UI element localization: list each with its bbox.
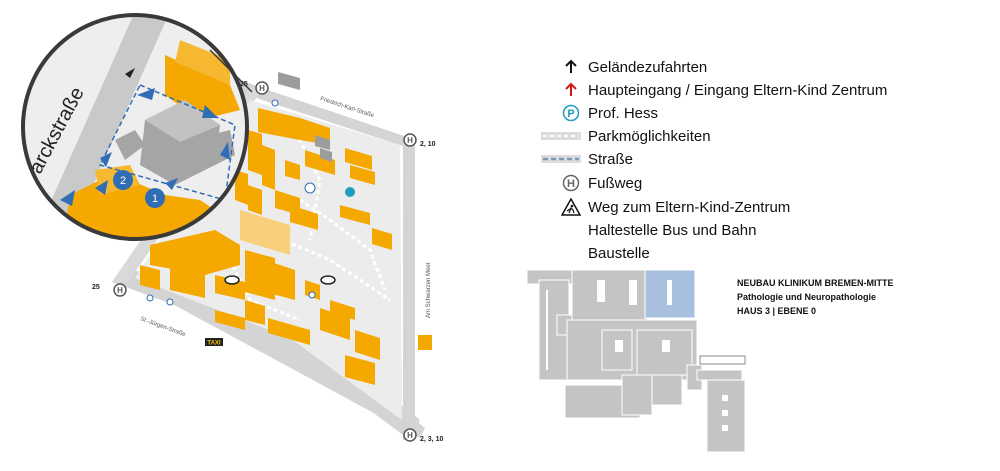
parking-dash-icon <box>540 125 582 147</box>
legend-label: Geländezufahrten <box>588 58 708 76</box>
legend-item-strasse: Straße <box>540 148 633 170</box>
street-label-east: Am Schwarzen Meer <box>426 262 432 318</box>
stop-h-icon: H <box>560 172 582 194</box>
taxi-label: TAXI <box>207 341 221 347</box>
gray-buildings <box>278 72 332 162</box>
building-department: Pathologie und Neuropathologie <box>737 292 876 302</box>
stop-lines-southeast: 2, 3, 10 <box>420 436 443 443</box>
building-info: NEUBAU KLINIKUM BREMEN-MITTE Pathologie … <box>737 276 987 318</box>
marker-1-label: 1 <box>152 193 158 205</box>
svg-text:H: H <box>407 431 413 440</box>
zoom-circle-border <box>21 13 249 241</box>
floorplan <box>527 270 746 453</box>
parking-p-icon: P <box>560 102 582 124</box>
light-buildings <box>240 210 290 255</box>
zoom-arrows <box>60 88 230 206</box>
street-dash-icon <box>540 148 582 170</box>
legend-label: Prof. Hess <box>588 104 659 122</box>
zoom-black-arrow <box>125 68 135 78</box>
svg-text:H: H <box>259 84 265 93</box>
arrow-up-red-icon <box>560 79 582 101</box>
svg-text:H: H <box>407 136 413 145</box>
marker-2-label: 2 <box>120 175 126 187</box>
svg-text:H: H <box>117 286 123 295</box>
legend-label: Baustelle <box>588 244 650 262</box>
stop-lines-west: 25 <box>92 284 100 291</box>
svg-text:H: H <box>567 178 575 190</box>
legend-label: Haupteingang / Eingang Eltern-Kind Zentr… <box>588 81 888 99</box>
zoom-connector <box>209 49 253 93</box>
entrance-markers <box>224 275 336 285</box>
legend-item-gelaendezufahrten: Geländezufahrten <box>560 56 707 78</box>
legend-item-parkmoeglichkeiten: Parkmöglichkeiten <box>540 125 711 147</box>
stop-lines-east: 2, 10 <box>420 141 436 148</box>
parking-markers <box>146 99 355 306</box>
marker-2 <box>113 170 133 190</box>
legend-item-haupteingang: Haupteingang / Eingang Eltern-Kind Zentr… <box>560 79 887 101</box>
taxi-sign <box>205 338 223 346</box>
street-label-south: St.-Jürgen-Straße <box>139 316 186 338</box>
legend-label: Parkmöglichkeiten <box>588 127 711 145</box>
building-level: HAUS 3 | EBENE 0 <box>737 306 817 316</box>
marker-1 <box>145 188 165 208</box>
legend-item-prof-hess: P Prof. Hess <box>560 102 658 124</box>
buildings <box>140 108 432 385</box>
legend-item-haltestelle: Haltestelle Bus und Bahn <box>560 219 756 241</box>
legend-item-baustelle: Baustelle <box>560 242 650 264</box>
construction-sign-icon <box>560 196 582 218</box>
legend-label: Haltestelle Bus und Bahn <box>588 221 757 239</box>
campus-map: Friedrich-Karl-Straße St.-Jürgen-Straße … <box>21 13 443 443</box>
building-title: NEUBAU KLINIKUM BREMEN-MITTE <box>737 278 894 288</box>
arrow-up-black-icon <box>560 56 582 78</box>
stop-markers: H H H H <box>113 81 417 442</box>
legend-label: Weg zum Eltern-Kind-Zentrum <box>588 198 791 216</box>
legend-item-fussweg: H Fußweg <box>560 172 642 194</box>
svg-text:P: P <box>567 108 574 120</box>
legend-item-weg-eltern-kind: Weg zum Eltern-Kind-Zentrum <box>560 196 790 218</box>
legend-label: Straße <box>588 150 634 168</box>
legend-label: Fußweg <box>588 174 643 192</box>
